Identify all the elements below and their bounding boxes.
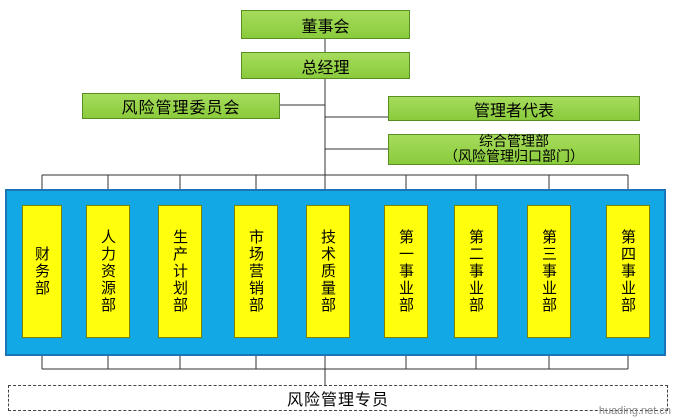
dept-label: 第一事业部 (397, 229, 415, 314)
dept-tech-quality: 技术质量部 (306, 205, 350, 338)
dept-production-planning: 生产计划部 (158, 205, 202, 338)
dept-label: 人力资源部 (99, 229, 117, 314)
admin-dept-node: 综合管理部 （风险管理归口部门） (388, 134, 640, 165)
dept-label: 生产计划部 (171, 229, 189, 314)
admin-dept-label: 综合管理部 (479, 133, 549, 150)
risk-committee-label: 风险管理委员会 (121, 98, 241, 117)
dept-hr: 人力资源部 (86, 205, 130, 338)
admin-dept-sublabel: （风险管理归口部门） (444, 148, 584, 165)
dept-label: 第二事业部 (467, 229, 485, 314)
risk-officer-label: 风险管理专员 (286, 390, 389, 409)
risk-committee-node: 风险管理委员会 (82, 93, 280, 119)
dept-label: 第三事业部 (540, 229, 558, 314)
dept-division-1: 第一事业部 (384, 205, 428, 338)
risk-officer-node: 风险管理专员 (8, 385, 668, 411)
dept-division-3: 第三事业部 (527, 205, 571, 338)
dept-label: 第四事业部 (619, 229, 637, 314)
board-node: 董事会 (241, 10, 410, 39)
dept-marketing: 市场营销部 (234, 205, 278, 338)
management-rep-label: 管理者代表 (473, 100, 554, 120)
dept-finance: 财务部 (22, 205, 62, 338)
management-rep-node: 管理者代表 (388, 96, 640, 121)
general-manager-label: 总经理 (301, 57, 350, 77)
general-manager-node: 总经理 (241, 52, 410, 79)
watermark: huading.net.cn (598, 405, 671, 417)
dept-division-4: 第四事业部 (606, 205, 650, 338)
dept-division-2: 第二事业部 (454, 205, 498, 338)
board-label: 董事会 (301, 16, 350, 36)
dept-label: 市场营销部 (247, 229, 265, 314)
dept-label: 技术质量部 (319, 229, 337, 314)
dept-label: 财务部 (33, 246, 51, 297)
